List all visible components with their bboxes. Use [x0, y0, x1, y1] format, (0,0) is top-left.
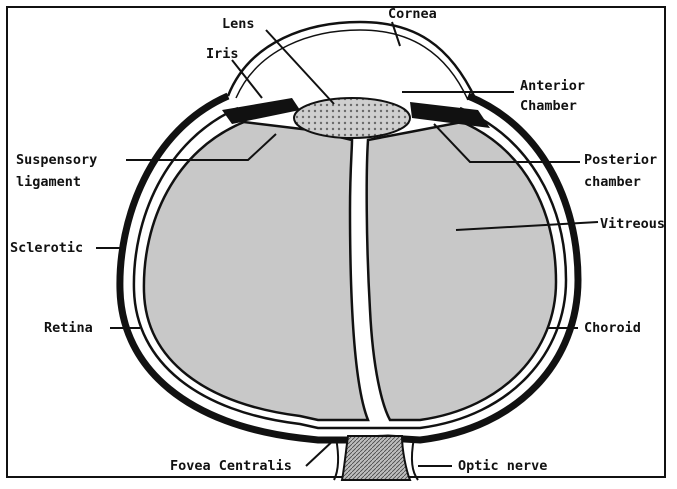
label-cornea: Cornea [388, 6, 437, 22]
label-iris: Iris [206, 46, 239, 62]
label-anterior-1: Anterior [520, 78, 585, 94]
vitreous-left [144, 122, 368, 420]
label-optic-nerve: Optic nerve [458, 458, 547, 474]
label-anterior-2: Chamber [520, 98, 577, 114]
label-suspensory-1: Suspensory [16, 152, 97, 168]
label-choroid: Choroid [584, 320, 641, 336]
label-sclerotic: Sclerotic [10, 240, 83, 256]
label-retina: Retina [44, 320, 93, 336]
label-posterior-2: chamber [584, 174, 641, 190]
label-posterior-1: Posterior [584, 152, 657, 168]
label-vitreous: Vitreous [600, 216, 665, 232]
label-fovea-centralis: Fovea Centralis [170, 458, 292, 474]
cornea-shape [228, 22, 476, 100]
label-lens: Lens [222, 16, 255, 32]
label-suspensory-2: ligament [16, 174, 81, 190]
optic-nerve-shape [342, 436, 410, 480]
iris-left [222, 98, 300, 124]
lens-shape [294, 98, 410, 138]
